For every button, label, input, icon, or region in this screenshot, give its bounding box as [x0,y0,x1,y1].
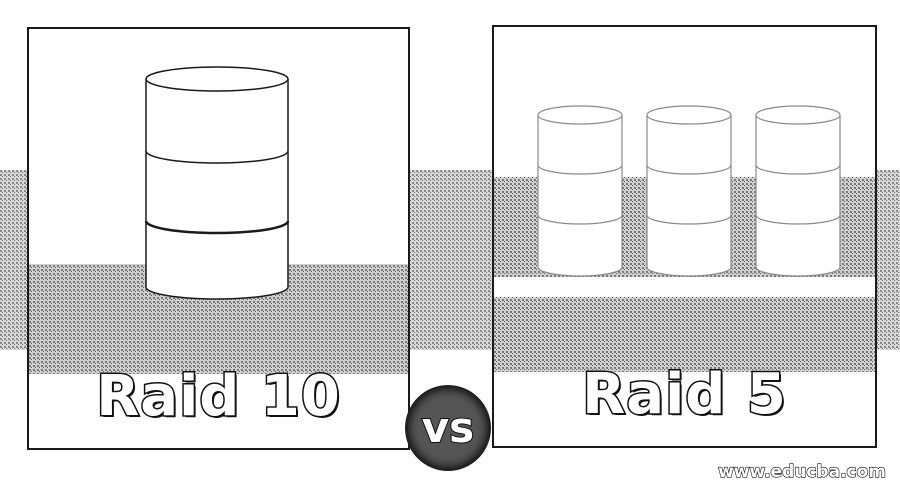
watermark: www.educba.com [717,461,886,482]
disk-cylinder-icon [537,105,623,277]
vs-badge: vs [405,385,491,471]
disk-cylinder-icon [646,105,732,277]
disk-cylinder-icon [144,66,290,300]
raid5-illustration [494,105,875,372]
vs-label: vs [421,403,475,452]
raid5-panel: Raid 5 [492,25,877,448]
raid5-title: Raid 5 [581,361,788,429]
raid10-illustration [29,66,408,374]
raid10-panel: Raid 10 [27,27,410,450]
disk-cylinder-icon [755,105,841,277]
raid10-title: Raid 10 [95,363,342,431]
